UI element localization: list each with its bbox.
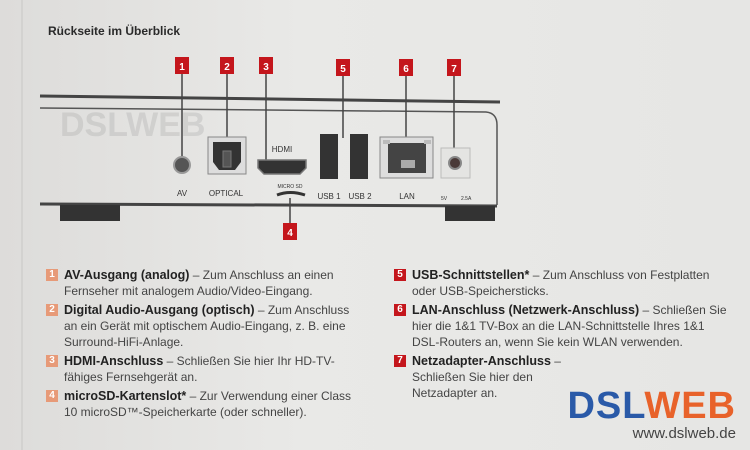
legend-marker: 5 <box>394 269 406 281</box>
legend-title: USB-Schnittstellen* <box>412 268 530 282</box>
optical-label: OPTICAL <box>209 189 244 198</box>
power-voltage-label: 5V <box>441 196 448 202</box>
legend-item-4: 4 microSD-Kartenslot* – Zur Verwendung ei… <box>46 388 364 420</box>
number-marker-4: 4 <box>283 223 297 240</box>
legend-marker: 6 <box>394 304 406 316</box>
power-current-label: 2.5A <box>461 196 472 202</box>
device-top-edge <box>39 94 501 104</box>
legend-item-7: 7 Netzadapter-Anschluss – Schließen Sie h… <box>394 353 592 401</box>
legend-text: – Zur Verwendung einer Class 10 microSD™… <box>64 389 352 419</box>
legend-text: – Zum Anschluss an ein Gerät mit optisch… <box>64 303 350 349</box>
legend-marker: 7 <box>394 355 406 367</box>
legend-text: – Schließen Sie hier den Netzadapter an. <box>412 354 561 400</box>
number-marker-6: 6 <box>399 59 413 76</box>
microsd-slot <box>276 191 306 197</box>
device-foot-right <box>445 206 495 221</box>
usb2-port <box>350 134 368 179</box>
legend-text: – Schließen Sie hier die 1&1 TV-Box an d… <box>412 303 727 349</box>
hdmi-port <box>257 159 307 175</box>
device-outline <box>39 107 498 205</box>
lan-label: LAN <box>399 192 415 201</box>
usb1-label: USB 1 <box>317 192 341 201</box>
legend-title: Netzadapter-Anschluss <box>412 354 551 368</box>
legend-marker: 3 <box>46 355 58 367</box>
device-bottom-edge <box>39 202 498 208</box>
legend-title: LAN-Anschluss (Netzwerk-Anschluss) <box>412 303 640 317</box>
number-marker-2: 2 <box>220 57 234 74</box>
svg-text:4: 4 <box>287 228 293 239</box>
watermark: DSLWEB <box>60 106 206 144</box>
usb2-label: USB 2 <box>348 192 372 201</box>
legend-marker: 4 <box>46 390 58 402</box>
hdmi-label: HDMI <box>272 145 292 154</box>
usb1-port <box>320 134 338 179</box>
svg-text:5: 5 <box>340 64 346 75</box>
legend-title: Digital Audio-Ausgang (optisch) <box>64 303 255 317</box>
legend-right-column: 5 USB-Schnittstellen* – Zum Anschluss von… <box>394 267 732 401</box>
av-port <box>173 156 191 174</box>
svg-text:2: 2 <box>224 62 230 73</box>
number-marker-7: 7 <box>447 59 461 76</box>
svg-text:3: 3 <box>263 62 269 73</box>
section-title: Rückseite im Überblick <box>48 24 181 38</box>
dslweb-logo: DSLWEB <box>567 385 736 427</box>
legend-item-5: 5 USB-Schnittstellen* – Zum Anschluss von… <box>394 267 732 299</box>
svg-text:1: 1 <box>179 62 185 73</box>
legend-item-3: 3 HDMI-Anschluss – Schließen Sie hier Ihr… <box>46 353 364 385</box>
legend-item-2: 2 Digital Audio-Ausgang (optisch) – Zum A… <box>46 302 364 350</box>
legend-text: – Zum Anschluss an einen Fernseher mit a… <box>64 268 334 298</box>
legend-title: AV-Ausgang (analog) <box>64 268 190 282</box>
legend-title: microSD-Kartenslot* <box>64 389 187 403</box>
svg-text:6: 6 <box>403 64 409 75</box>
legend-item-1: 1 AV-Ausgang (analog) – Zum Anschluss an … <box>46 267 364 299</box>
legend-marker: 1 <box>46 269 58 281</box>
legend-text: – Schließen Sie hier Ihr HD-TV-fähiges F… <box>64 354 335 384</box>
legend-marker: 2 <box>46 304 58 316</box>
number-marker-1: 1 <box>175 57 189 74</box>
lan-port <box>379 136 434 179</box>
optical-port <box>207 136 247 175</box>
number-marker-3: 3 <box>259 57 273 74</box>
device-foot-left <box>60 205 120 221</box>
legend-text: – Zum Anschluss von Festplatten oder USB… <box>412 268 710 298</box>
legend-title: HDMI-Anschluss <box>64 354 164 368</box>
legend-left-column: 1 AV-Ausgang (analog) – Zum Anschluss an … <box>46 267 364 420</box>
number-marker-5: 5 <box>336 59 350 76</box>
legend-item-6: 6 LAN-Anschluss (Netzwerk-Anschluss) – Sc… <box>394 302 732 350</box>
microsd-label: MICRO SD <box>278 184 303 190</box>
av-label: AV <box>177 189 188 198</box>
svg-text:7: 7 <box>451 64 457 75</box>
logo-url: www.dslweb.de <box>632 425 736 442</box>
power-port <box>440 147 471 179</box>
